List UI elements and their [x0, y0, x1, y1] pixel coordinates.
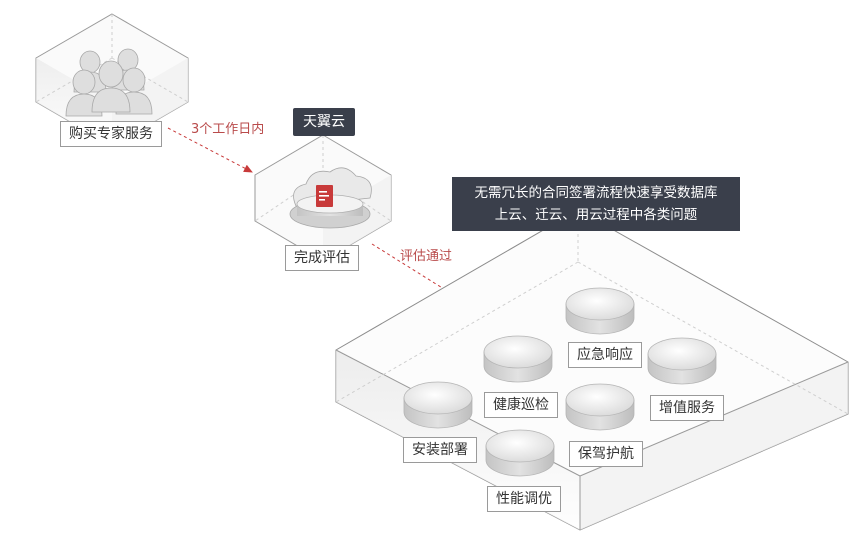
service-label-escort: 保驾护航 [569, 441, 643, 467]
assessment-complete-label: 完成评估 [285, 245, 359, 271]
flow-arrow-1 [167, 127, 253, 173]
puck-emergency-response [565, 287, 635, 335]
service-label-emergency-response: 应急响应 [568, 342, 642, 368]
service-label-health-check: 健康巡检 [484, 392, 558, 418]
benefit-callout: 无需冗长的合同签署流程快速享受数据库 上云、迁云、用云过程中各类问题 [452, 177, 740, 231]
document-icon [316, 185, 333, 207]
puck-installation [403, 381, 473, 429]
brand-label: 天翼云 [293, 108, 355, 136]
expert-group-icon [65, 48, 153, 117]
puck-performance-tuning [485, 429, 555, 477]
service-label-performance-tuning: 性能调优 [487, 486, 561, 512]
duration-label: 3个工作日内 [191, 122, 265, 137]
puck-value-added [647, 337, 717, 385]
benefit-callout-line-1: 无需冗长的合同签署流程快速享受数据库 [474, 185, 718, 201]
puck-health-check [483, 335, 553, 383]
buy-expert-service-label: 购买专家服务 [60, 121, 162, 147]
assessment-passed-label: 评估通过 [400, 249, 453, 264]
benefit-callout-line-2: 上云、迁云、用云过程中各类问题 [494, 207, 698, 223]
flow-arrow-2 [371, 243, 453, 295]
service-label-installation: 安装部署 [403, 437, 477, 463]
puck-escort [565, 383, 635, 431]
service-label-value-added: 增值服务 [650, 395, 724, 421]
